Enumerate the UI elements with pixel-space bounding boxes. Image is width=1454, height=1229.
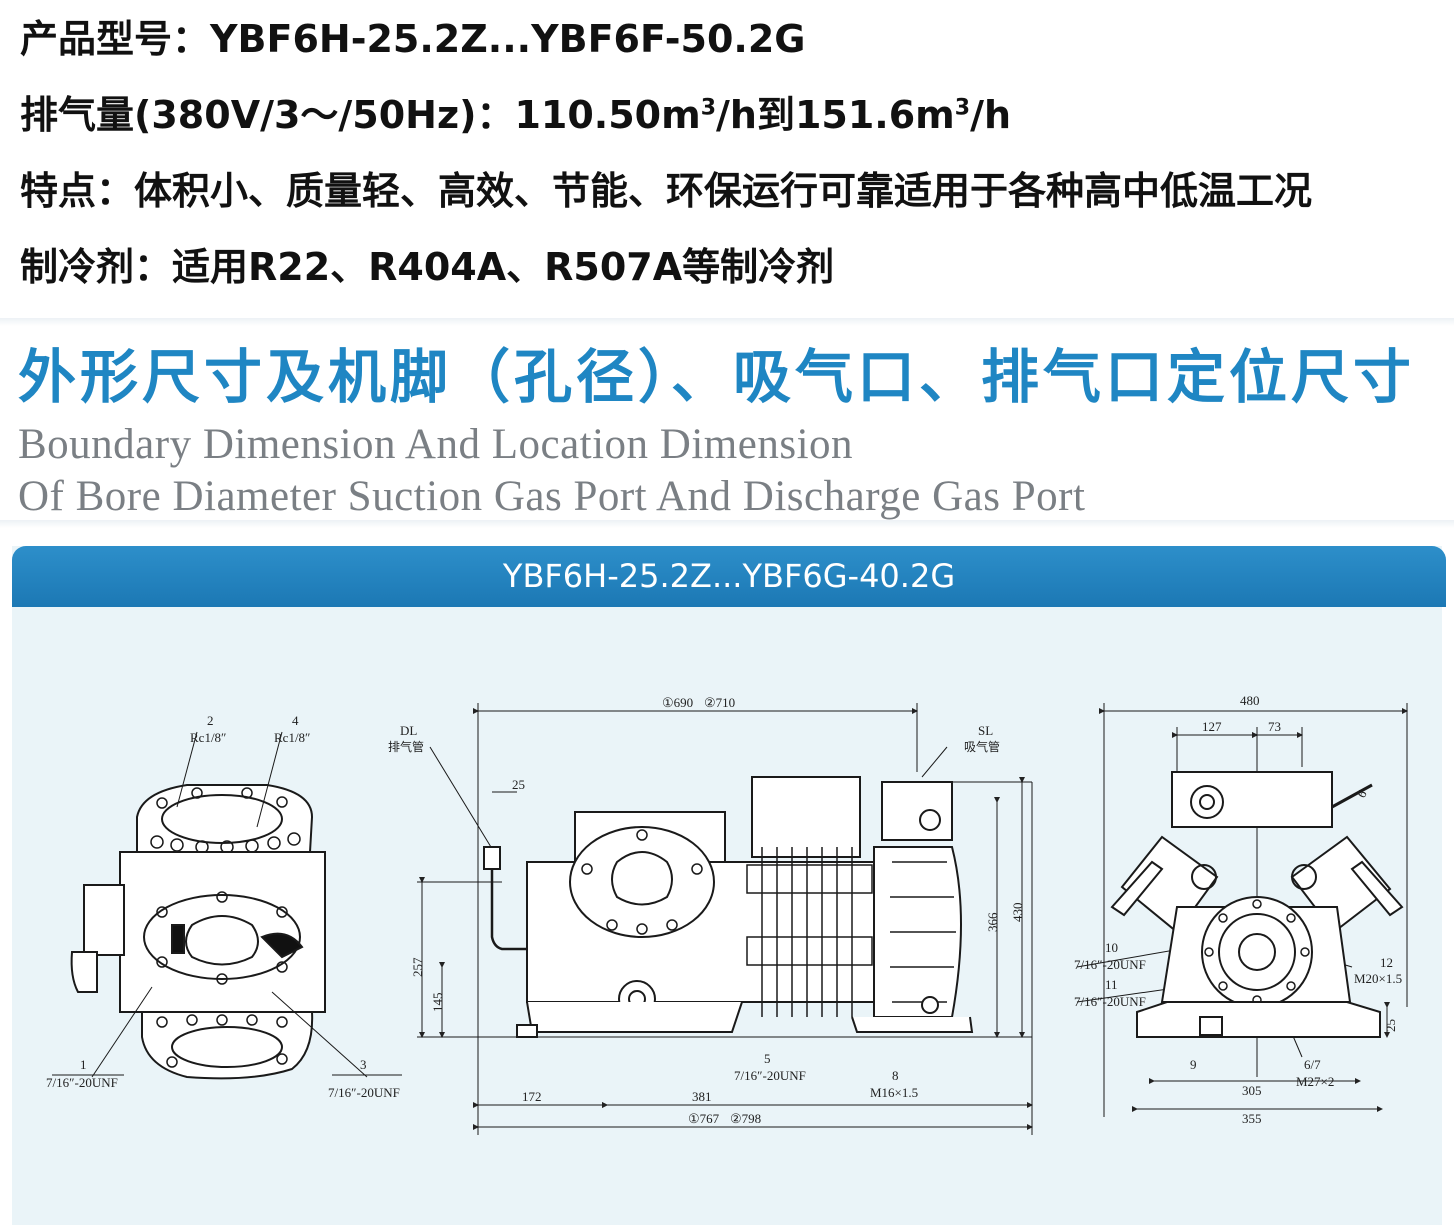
label-unf10: 7/16″-20UNF (1074, 957, 1146, 972)
label-767: ①767 (688, 1111, 720, 1126)
section-title-cn: 外形尺寸及机脚（孔径）、吸气口、排气口定位尺寸 (18, 343, 1416, 411)
technical-drawing: 2 Rc1/8″ 4 Rc1/8″ 1 7/16″-20UNF 3 7/16″-… (12, 607, 1442, 1225)
label-11: 11 (1105, 977, 1118, 992)
label-798: ②798 (730, 1111, 761, 1126)
spec-features-value: 体积小、质量轻、高效、节能、环保运行可靠适用于各种高中低温工况 (134, 169, 1313, 213)
divider-fade (0, 318, 1454, 326)
spec-displacement-label: 排气量(380V/3～/50Hz)： (20, 93, 515, 137)
superscript-3: 3 (700, 95, 717, 121)
middle-view-labels: DL 排气管 SL 吸气管 ①690 ②710 25 257 145 366 4… (388, 695, 1025, 1126)
label-12: 12 (1380, 955, 1393, 970)
middle-view (417, 703, 1033, 1135)
label-172: 172 (522, 1089, 542, 1104)
label-1: 1 (80, 1057, 87, 1072)
superscript-3: 3 (954, 95, 971, 121)
label-257: 257 (410, 957, 425, 977)
spec-refrigerant-value: 适用R22、R404A、R507A等制冷剂 (172, 245, 835, 289)
label-unf5: 7/16″-20UNF (734, 1068, 806, 1083)
spec-refrigerant: 制冷剂：适用R22、R404A、R507A等制冷剂 (20, 236, 834, 291)
label-480: 480 (1240, 693, 1260, 708)
label-m16: M16×1.5 (870, 1085, 918, 1100)
label-8: 8 (892, 1068, 899, 1083)
label-73: 73 (1268, 719, 1281, 734)
label-67: 6/7 (1304, 1057, 1321, 1072)
spec-displacement-v1: 110.50m (514, 93, 701, 137)
label-366: 366 (985, 912, 1000, 932)
spec-refrigerant-label: 制冷剂： (20, 245, 173, 289)
label-m27: M27×2 (1296, 1074, 1334, 1089)
spec-displacement: 排气量(380V/3～/50Hz)：110.50m3/h到151.6m3/h (20, 84, 1011, 139)
label-sl-cn: 吸气管 (964, 739, 1000, 754)
label-dl: DL (400, 723, 417, 738)
spec-model: 产品型号：YBF6H-25.2Z...YBF6F-50.2G (20, 8, 805, 63)
label-rc1: Rc1/8″ (190, 730, 226, 745)
spec-model-label: 产品型号： (20, 17, 211, 61)
right-view (1076, 703, 1408, 1117)
label-145: 145 (430, 993, 445, 1013)
left-view (52, 731, 402, 1080)
label-127: 127 (1202, 719, 1222, 734)
panel-header: YBF6H-25.2Z...YBF6G-40.2G (12, 546, 1446, 607)
spec-features-label: 特点： (20, 169, 135, 213)
label-m20: M20×1.5 (1354, 971, 1402, 986)
spec-displacement-end: /h (970, 93, 1011, 137)
label-unf11: 7/16″-20UNF (1074, 994, 1146, 1009)
label-dl-cn: 排气管 (388, 739, 424, 754)
label-9: 9 (1190, 1057, 1197, 1072)
drawing-svg: 2 Rc1/8″ 4 Rc1/8″ 1 7/16″-20UNF 3 7/16″-… (46, 693, 1408, 1135)
label-25: 25 (1383, 1019, 1398, 1032)
label-10: 10 (1105, 940, 1118, 955)
label-355: 355 (1242, 1111, 1262, 1126)
label-rc2: Rc1/8″ (274, 730, 310, 745)
label-305: 305 (1242, 1083, 1262, 1098)
label-4: 4 (292, 713, 299, 728)
label-unf3: 7/16″-20UNF (328, 1085, 400, 1100)
label-430: 430 (1010, 903, 1025, 923)
label-381: 381 (692, 1089, 712, 1104)
left-view-labels: 2 Rc1/8″ 4 Rc1/8″ 1 7/16″-20UNF 3 7/16″-… (46, 713, 400, 1100)
spec-displacement-mid: /h到151.6m (716, 93, 955, 137)
label-sl: SL (978, 723, 993, 738)
label-25: 25 (512, 777, 525, 792)
label-2: 2 (207, 713, 214, 728)
section-title-en-line1: Boundary Dimension And Location Dimensio… (18, 421, 854, 468)
section-title-en-line2: Of Bore Diameter Suction Gas Port And Di… (18, 473, 1086, 520)
divider-fade (0, 520, 1454, 528)
label-690: ①690 (662, 695, 693, 710)
label-3: 3 (360, 1057, 367, 1072)
label-5: 5 (764, 1051, 771, 1066)
spec-features: 特点：体积小、质量轻、高效、节能、环保运行可靠适用于各种高中低温工况 (20, 160, 1312, 215)
label-unf1: 7/16″-20UNF (46, 1075, 118, 1090)
spec-model-value: YBF6H-25.2Z...YBF6F-50.2G (210, 17, 806, 61)
label-710: ②710 (704, 695, 735, 710)
